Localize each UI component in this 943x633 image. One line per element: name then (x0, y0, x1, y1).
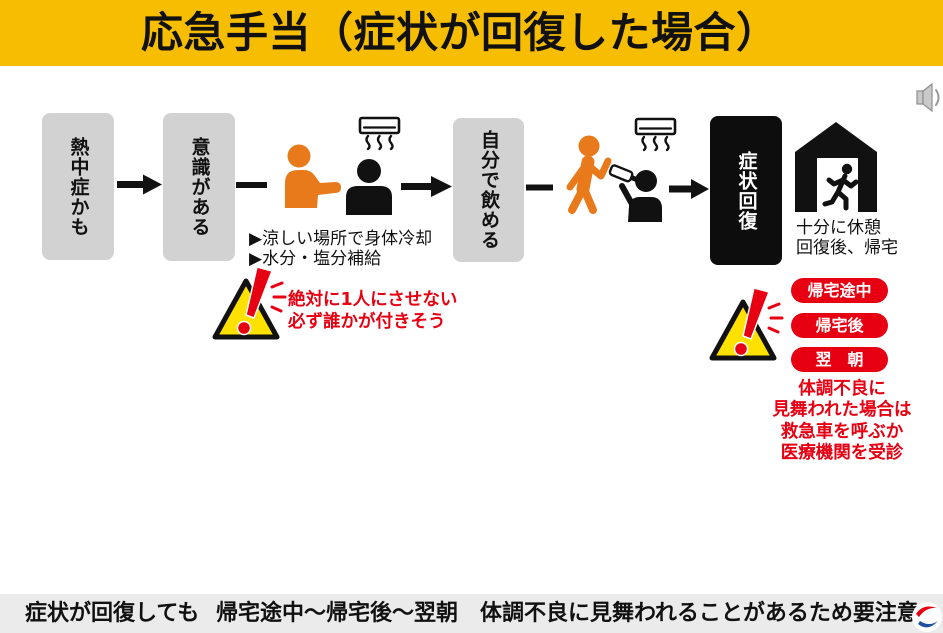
step-label: 意識がある (188, 137, 211, 237)
period-badge-after-home: 帰宅後 (791, 313, 888, 338)
warning-line: 絶対に1人にさせない (288, 290, 458, 310)
bottle-body (608, 164, 634, 183)
logo-red-swoosh (916, 606, 937, 617)
recovery-notes: 十分に休憩 回復後、帰宅 (796, 218, 898, 258)
ac-airflow (641, 135, 670, 152)
person-drinking-icon (608, 164, 662, 222)
flow-connector-1 (236, 182, 267, 188)
warning-icon (709, 287, 784, 361)
person-arm-right (585, 157, 612, 180)
period-badge-on-way-home: 帰宅途中 (791, 278, 888, 303)
step-label: 症状回復 (735, 150, 758, 231)
person-body (285, 170, 341, 208)
person-arm-left (566, 162, 589, 191)
alert-rays (767, 302, 784, 334)
arrow-head (431, 176, 452, 197)
emergency-advice-text: 体調不良に 見舞われた場合は 救急車を呼ぶか 医療機関を受診 (767, 379, 917, 464)
runner-head (841, 163, 853, 175)
logo-icon (912, 602, 942, 632)
advice-line: 体調不良に (798, 379, 886, 399)
person-head (578, 135, 600, 157)
ac-airflow (365, 134, 394, 151)
person-helping-icon (285, 144, 341, 208)
flow-arrow-1 (117, 174, 162, 195)
action-item: ▶水分・塩分補給 (249, 249, 382, 269)
accompany-warning-text: 絶対に1人にさせない 必ず誰かが付きそう (288, 289, 457, 333)
ac-unit (358, 116, 401, 135)
speaker-body[interactable] (916, 90, 924, 105)
air-conditioner-icon (634, 117, 677, 152)
action-item: ▶涼しい場所で身体冷却 (249, 229, 433, 249)
person-walking-icon (566, 135, 612, 214)
warning-triangle (709, 299, 777, 361)
cooling-actions: ▶涼しい場所で身体冷却 ▶水分・塩分補給 (249, 229, 432, 269)
advice-line: 救急車を呼ぶか (780, 421, 904, 442)
flow-arrow-3 (669, 179, 709, 199)
logo-blue-swoosh (918, 621, 938, 628)
caption-segment: 体調不良に見舞われることがあるため要注意 (480, 601, 919, 626)
person-arm (619, 183, 635, 207)
bottle-cap (630, 175, 637, 182)
warning-icon (212, 266, 287, 340)
flow-connector-2 (526, 184, 553, 191)
step-label: 自分で飲める (478, 130, 500, 250)
period-badge-next-morning: 翌 朝 (791, 347, 888, 372)
advice-line: 医療機関を受診 (780, 442, 904, 463)
runner-body (822, 173, 859, 211)
logo-badge (912, 602, 942, 632)
step-box-recovered: 症状回復 (710, 116, 782, 265)
recovery-note: 十分に休憩 (796, 218, 881, 238)
house-exit-icon (795, 122, 877, 212)
advice-line: 見舞われた場合は (772, 400, 912, 421)
person-body (346, 186, 392, 215)
step-box-conscious: 意識がある (163, 113, 235, 261)
arrow-head (143, 174, 162, 195)
air-conditioner-icon (358, 116, 401, 151)
caption-segment: 帰宅途中～帰宅後～翌朝 (216, 601, 459, 626)
recovery-note: 回復後、帰宅 (796, 238, 898, 258)
step-box-can-drink: 自分で飲める (453, 118, 524, 262)
arrow-head (691, 179, 709, 199)
caption-segment: 症状が回復しても (25, 601, 200, 626)
exclamation-dot (733, 341, 749, 357)
speaker-cone[interactable] (922, 82, 933, 113)
person-icon (346, 159, 392, 215)
ac-unit (634, 117, 677, 136)
exclamation-bar (245, 266, 273, 319)
exclamation-bar (742, 287, 770, 340)
footer-caption-bar: 症状が回復しても 帰宅途中～帰宅後～翌朝 体調不良に見舞われることがあるため要注… (0, 594, 943, 633)
exclamation-dot (236, 320, 252, 336)
warning-line: 必ず誰かが付きそう (288, 312, 446, 332)
step-box-suspected-heatstroke: 熱中症かも (42, 113, 114, 260)
arrow-shaft (669, 185, 695, 193)
alert-rays (270, 281, 287, 313)
arrow-shaft (401, 183, 434, 190)
person-legs (568, 185, 597, 214)
person-body (628, 197, 662, 222)
arrow-shaft (117, 181, 146, 188)
speaker-icon[interactable] (916, 82, 940, 113)
title-bar: 応急手当（症状が回復した場合） (0, 0, 943, 66)
person-head (635, 170, 657, 192)
slide-title: 応急手当（症状が回復した場合） (141, 8, 779, 57)
water-bottle-icon (608, 164, 637, 183)
person-head (287, 144, 311, 168)
person-head (357, 159, 381, 183)
warning-triangle (212, 278, 280, 340)
sound-wave[interactable] (935, 89, 940, 106)
step-label: 熱中症かも (67, 136, 90, 237)
flow-arrow-2 (401, 176, 452, 197)
